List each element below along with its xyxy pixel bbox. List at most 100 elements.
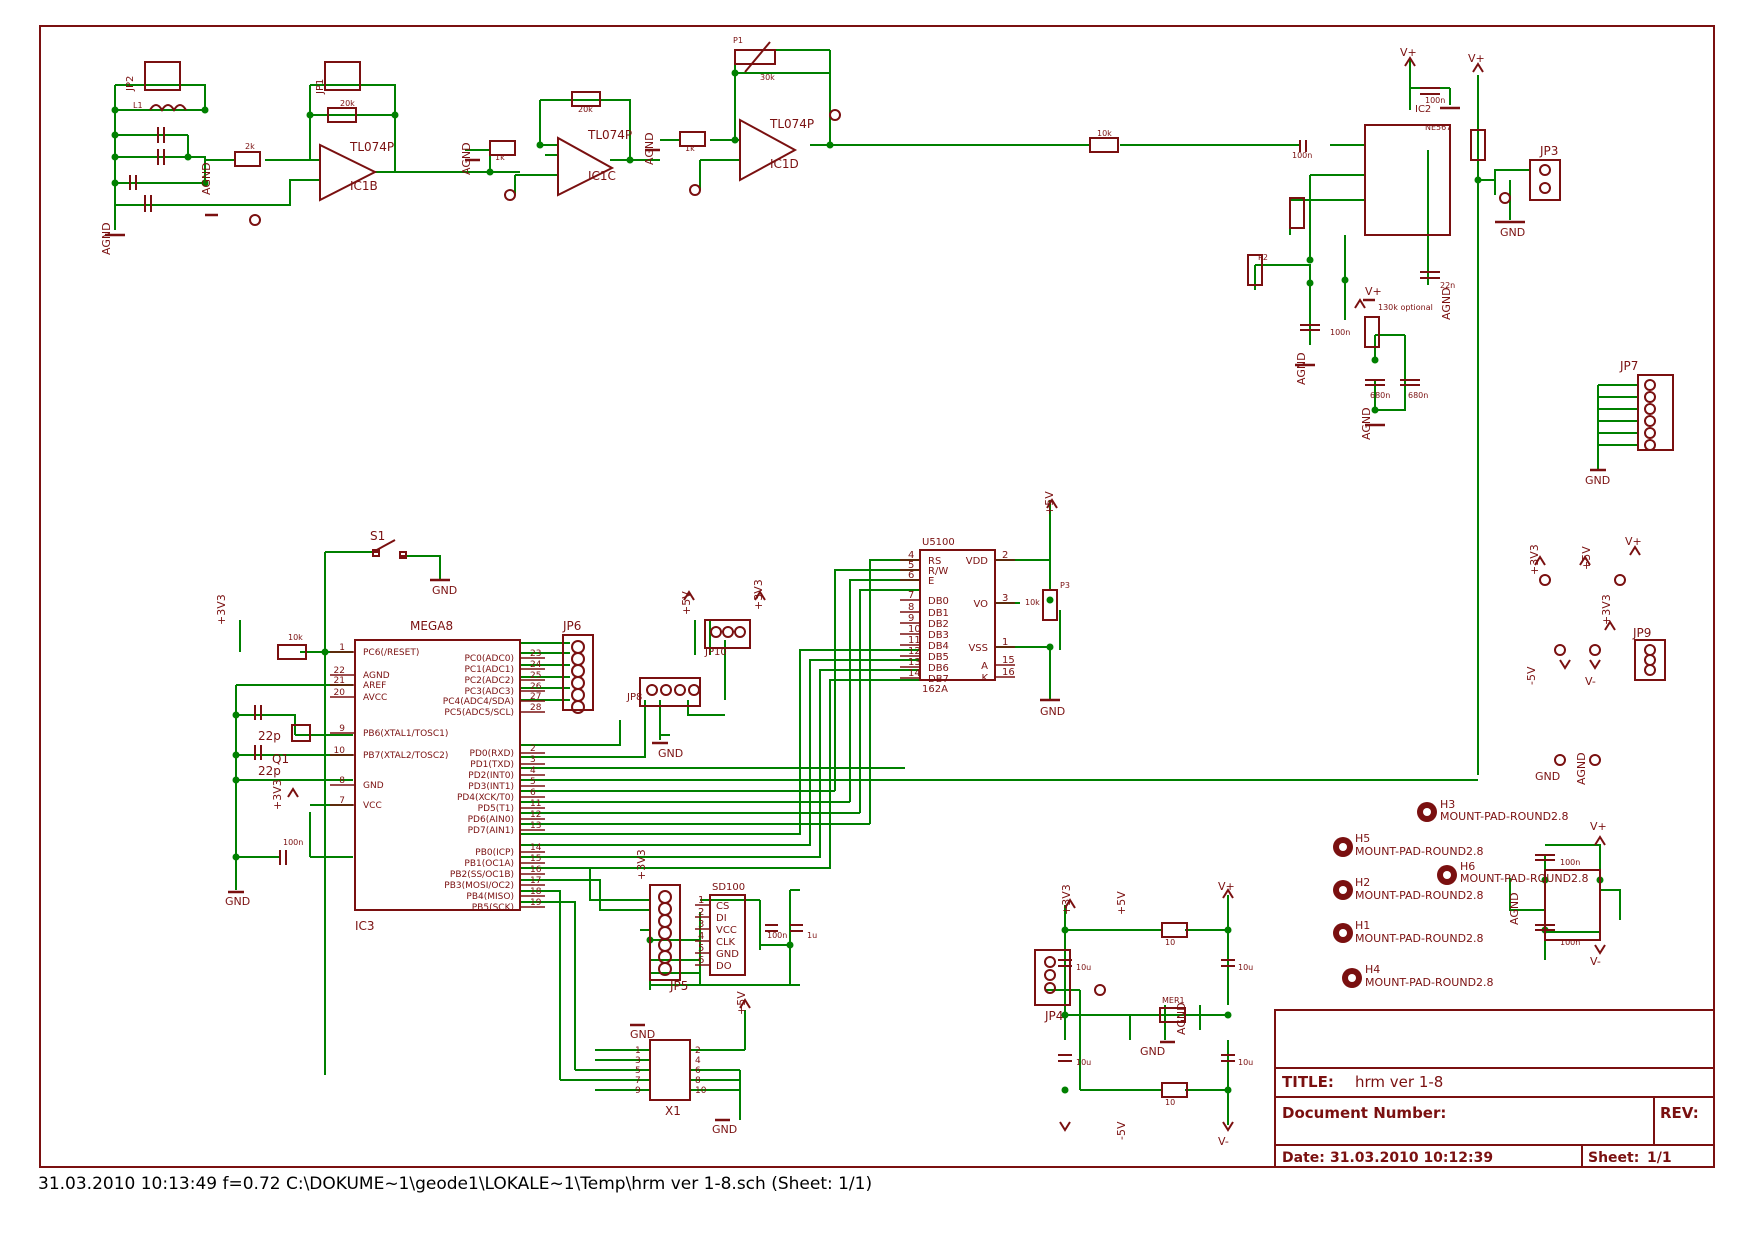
wires	[114, 49, 1638, 1125]
net-m5v-pwr: -5V	[1115, 1121, 1128, 1140]
net-p5v-x1: +5V	[735, 991, 748, 1015]
h4-pad: MOUNT-PAD-ROUND2.8	[1365, 976, 1494, 989]
mega8-right-pin-name: PD4(XCK/T0)	[457, 793, 514, 803]
mega8-right-pin-num: 11	[530, 799, 541, 809]
p1-pot	[734, 49, 776, 65]
c-in-value: 100n	[1292, 151, 1312, 160]
mega8-right-pin-num: 14	[530, 843, 542, 853]
net-3v3-jp4: +3V3	[1060, 884, 1073, 915]
r5-value: 1k	[495, 153, 505, 162]
mega8-right-pin-num: 18	[530, 887, 542, 897]
r-us5	[489, 140, 516, 156]
jp5-label: JP5	[669, 979, 688, 993]
lcd-right-pin-num: 3	[1002, 593, 1008, 604]
h4-label: H4	[1365, 963, 1380, 976]
jp7-box	[1637, 374, 1674, 451]
lcd-left-pin-name: DB0	[928, 596, 949, 607]
ic1b-label: IC1B	[350, 179, 378, 193]
lcd-body	[919, 549, 996, 681]
r-us4	[679, 131, 706, 147]
sd-pin-name: CLK	[716, 937, 736, 948]
r-us7	[1470, 129, 1486, 161]
x1-box	[649, 1039, 691, 1101]
sd-pin-name: CS	[716, 901, 729, 912]
mega8-right-pin-num: 13	[530, 821, 541, 831]
net-agnd-6: AGND	[1360, 407, 1373, 440]
ic3-label: IC3	[355, 919, 375, 933]
sd-pin-num: 3	[698, 919, 704, 930]
x1-right-pin-num: 2	[695, 1046, 701, 1056]
lcd-right-pin-name: VSS	[968, 643, 988, 654]
mega8-right-pin-name: PB1(OC1A)	[464, 859, 514, 869]
c10-value: 22n	[1440, 281, 1455, 290]
mega8-right-pin-name: PB3(MOSI/OC2)	[444, 881, 514, 891]
h2-pad: MOUNT-PAD-ROUND2.8	[1355, 889, 1484, 902]
c17-value: 10u	[1076, 1058, 1091, 1067]
sd100-label: SD100	[712, 882, 745, 893]
h6-pad: MOUNT-PAD-ROUND2.8	[1460, 872, 1589, 885]
p2-label: P2	[1258, 253, 1268, 262]
h1-label: H1	[1355, 919, 1370, 932]
s1-label: S1	[370, 529, 385, 543]
mega8-left-pin-num: 8	[339, 776, 345, 786]
h1-pad: MOUNT-PAD-ROUND2.8	[1355, 932, 1484, 945]
l1-label: L1	[133, 101, 143, 110]
c22-value: 100n	[283, 838, 303, 847]
jp7-label: JP7	[1619, 359, 1638, 373]
mega8-left-pin-num: 20	[334, 688, 346, 698]
net-agnd-5: AGND	[1295, 352, 1308, 385]
x1-left-pin-num: 3	[635, 1056, 641, 1066]
mega8-right-pin-num: 3	[530, 755, 536, 765]
ic1c-opamp	[557, 136, 615, 197]
r11-value: 10	[1165, 1098, 1175, 1107]
lcd-left-pin-num: 7	[908, 590, 914, 601]
p1-value: 30k	[760, 73, 775, 82]
mega8-right-pin-name: PC5(ADC5/SCL)	[444, 708, 514, 718]
mer1	[1159, 1007, 1186, 1023]
lcd-left-pin-name: R/W	[928, 566, 948, 577]
p1-label: P1	[733, 36, 743, 45]
mega8-left-pin-num: 22	[334, 666, 345, 676]
l1-coil	[149, 104, 187, 112]
jp2-jumper	[144, 61, 181, 91]
r-us13	[1161, 922, 1188, 938]
r-us8	[1289, 197, 1305, 229]
net-vminus-3: V-	[1585, 675, 1596, 688]
net-agnd-4: AGND	[643, 132, 656, 165]
supply-arrows	[287, 56, 1641, 1132]
sd-pin-name: DO	[716, 961, 732, 972]
jp1-jumper	[324, 61, 361, 91]
mega8-right-pin-num: 12	[530, 810, 541, 820]
net-p5v-jp10: +5V	[680, 591, 693, 615]
net-p5v-tp: +5V	[1580, 546, 1593, 570]
lcd-left-pins: 4RS5R/W6E7DB08DB19DB210DB311DB412DB513DB…	[900, 550, 949, 685]
h5-pad: MOUNT-PAD-ROUND2.8	[1355, 845, 1484, 858]
lcd-right-pin-num: 1	[1002, 637, 1008, 648]
sd100-body	[709, 894, 746, 976]
mount-pad-labels: H3 MOUNT-PAD-ROUND2.8 H5 MOUNT-PAD-ROUND…	[1355, 798, 1589, 989]
sd-pin-num: 1	[698, 895, 704, 906]
lcd-right-pin-name: K	[981, 673, 988, 684]
lcd-left-pin-name: E	[928, 576, 934, 587]
date-key: Date:	[1282, 1150, 1325, 1166]
tl074-c: TL074P	[587, 128, 632, 142]
lcd-right-pin-num: 15	[1002, 655, 1015, 666]
jp6-label: JP6	[562, 619, 581, 633]
c-reg-bot: 100n	[1560, 938, 1580, 947]
ic1d-label: IC1D	[770, 157, 799, 171]
r4-value: 1k	[685, 144, 695, 153]
net-gnd-jp8: GND	[658, 747, 683, 760]
x1-left-pin-num: 9	[635, 1086, 641, 1096]
jp9-label: JP9	[1632, 626, 1651, 640]
c18-value: 100n	[767, 931, 787, 940]
jp3-label: JP3	[1539, 144, 1558, 158]
c21-cap: 22p	[258, 729, 281, 743]
net-vplus-5: V+	[1590, 820, 1607, 833]
mega8-right-pin-num: 6	[530, 788, 536, 798]
net-agnd-3: AGND	[460, 142, 473, 175]
date-value: 31.03.2010 10:12:39	[1330, 1150, 1493, 1166]
mega8-right-pin-num: 19	[530, 898, 542, 908]
mega8-right-pin-num: 24	[530, 660, 542, 670]
symbols	[129, 41, 1674, 1101]
